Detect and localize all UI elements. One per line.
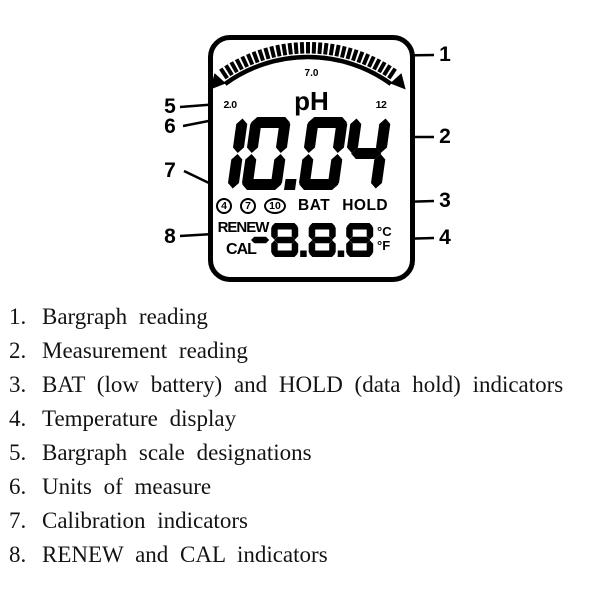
callout-number-7: 7 xyxy=(164,159,176,182)
legend-item-number: 7. xyxy=(9,508,27,533)
legend-item-7: 7. Calibration indicators xyxy=(9,504,599,538)
legend-item-5: 5. Bargraph scale designations xyxy=(9,436,599,470)
legend-item-number: 3. xyxy=(9,372,27,397)
lcd-display-outline: 7.0 2.0 12 pH 4 7 10 BAT HOLD RENEW CAL … xyxy=(208,35,415,282)
calibration-indicator-7: 7 xyxy=(240,198,256,214)
main-measurement-reading xyxy=(227,117,391,190)
bargraph-scale-right: 12 xyxy=(375,99,387,111)
legend-item-label: Temperature display xyxy=(42,406,237,431)
callout-number-4: 4 xyxy=(439,226,451,249)
bargraph xyxy=(210,42,406,90)
indicator-row: 4 7 10 BAT HOLD xyxy=(216,197,388,215)
legend-item-label: RENEW and CAL indicators xyxy=(42,542,328,567)
calibration-indicator-10: 10 xyxy=(264,198,286,214)
legend-item-label: Units of measure xyxy=(42,474,212,499)
legend-item-number: 4. xyxy=(9,406,27,431)
legend-item-6: 6. Units of measure xyxy=(9,470,599,504)
callout-number-5: 5 xyxy=(164,95,176,118)
legend-item-number: 1. xyxy=(9,304,27,329)
temperature-display xyxy=(251,223,374,257)
callout-number-8: 8 xyxy=(164,225,176,248)
legend-item-1: 1. Bargraph reading xyxy=(9,300,599,334)
legend-item-3: 3. BAT (low battery) and HOLD (data hold)… xyxy=(9,368,599,402)
callout-number-6: 6 xyxy=(164,115,176,138)
callout-number-3: 3 xyxy=(439,189,451,212)
fahrenheit-label: °F xyxy=(377,238,391,253)
legend-item-8: 8. RENEW and CAL indicators xyxy=(9,538,599,572)
cal-indicator: CAL xyxy=(226,241,257,258)
ph-meter-lcd-diagram: 7.0 2.0 12 pH 4 7 10 BAT HOLD RENEW CAL … xyxy=(164,35,451,282)
callout-number-2: 2 xyxy=(439,125,451,148)
legend-item-label: Bargraph reading xyxy=(42,304,208,329)
legend-item-label: Calibration indicators xyxy=(42,508,248,533)
hold-indicator: HOLD xyxy=(342,197,389,214)
celsius-label: °C xyxy=(377,224,392,239)
bargraph-scale-left: 2.0 xyxy=(223,99,237,111)
legend-item-2: 2. Measurement reading xyxy=(9,334,599,368)
legend-item-number: 5. xyxy=(9,440,27,465)
renew-indicator: RENEW xyxy=(217,219,270,236)
legend-item-label: Bargraph scale designations xyxy=(42,440,312,465)
unit-of-measure-label: pH xyxy=(294,86,329,116)
legend-list: 1. Bargraph reading 2. Measurement reading… xyxy=(9,300,599,572)
legend-item-label: Measurement reading xyxy=(42,338,248,363)
legend-item-4: 4. Temperature display xyxy=(9,402,599,436)
callout-number-1: 1 xyxy=(439,43,451,66)
bargraph-midpoint-label: 7.0 xyxy=(304,68,319,79)
calibration-indicator-4: 4 xyxy=(216,198,232,214)
legend-item-number: 8. xyxy=(9,542,27,567)
legend-item-number: 2. xyxy=(9,338,27,363)
legend-item-label: BAT (low battery) and HOLD (data hold) i… xyxy=(42,372,564,397)
legend-item-number: 6. xyxy=(9,474,27,499)
bat-indicator: BAT xyxy=(298,197,331,214)
